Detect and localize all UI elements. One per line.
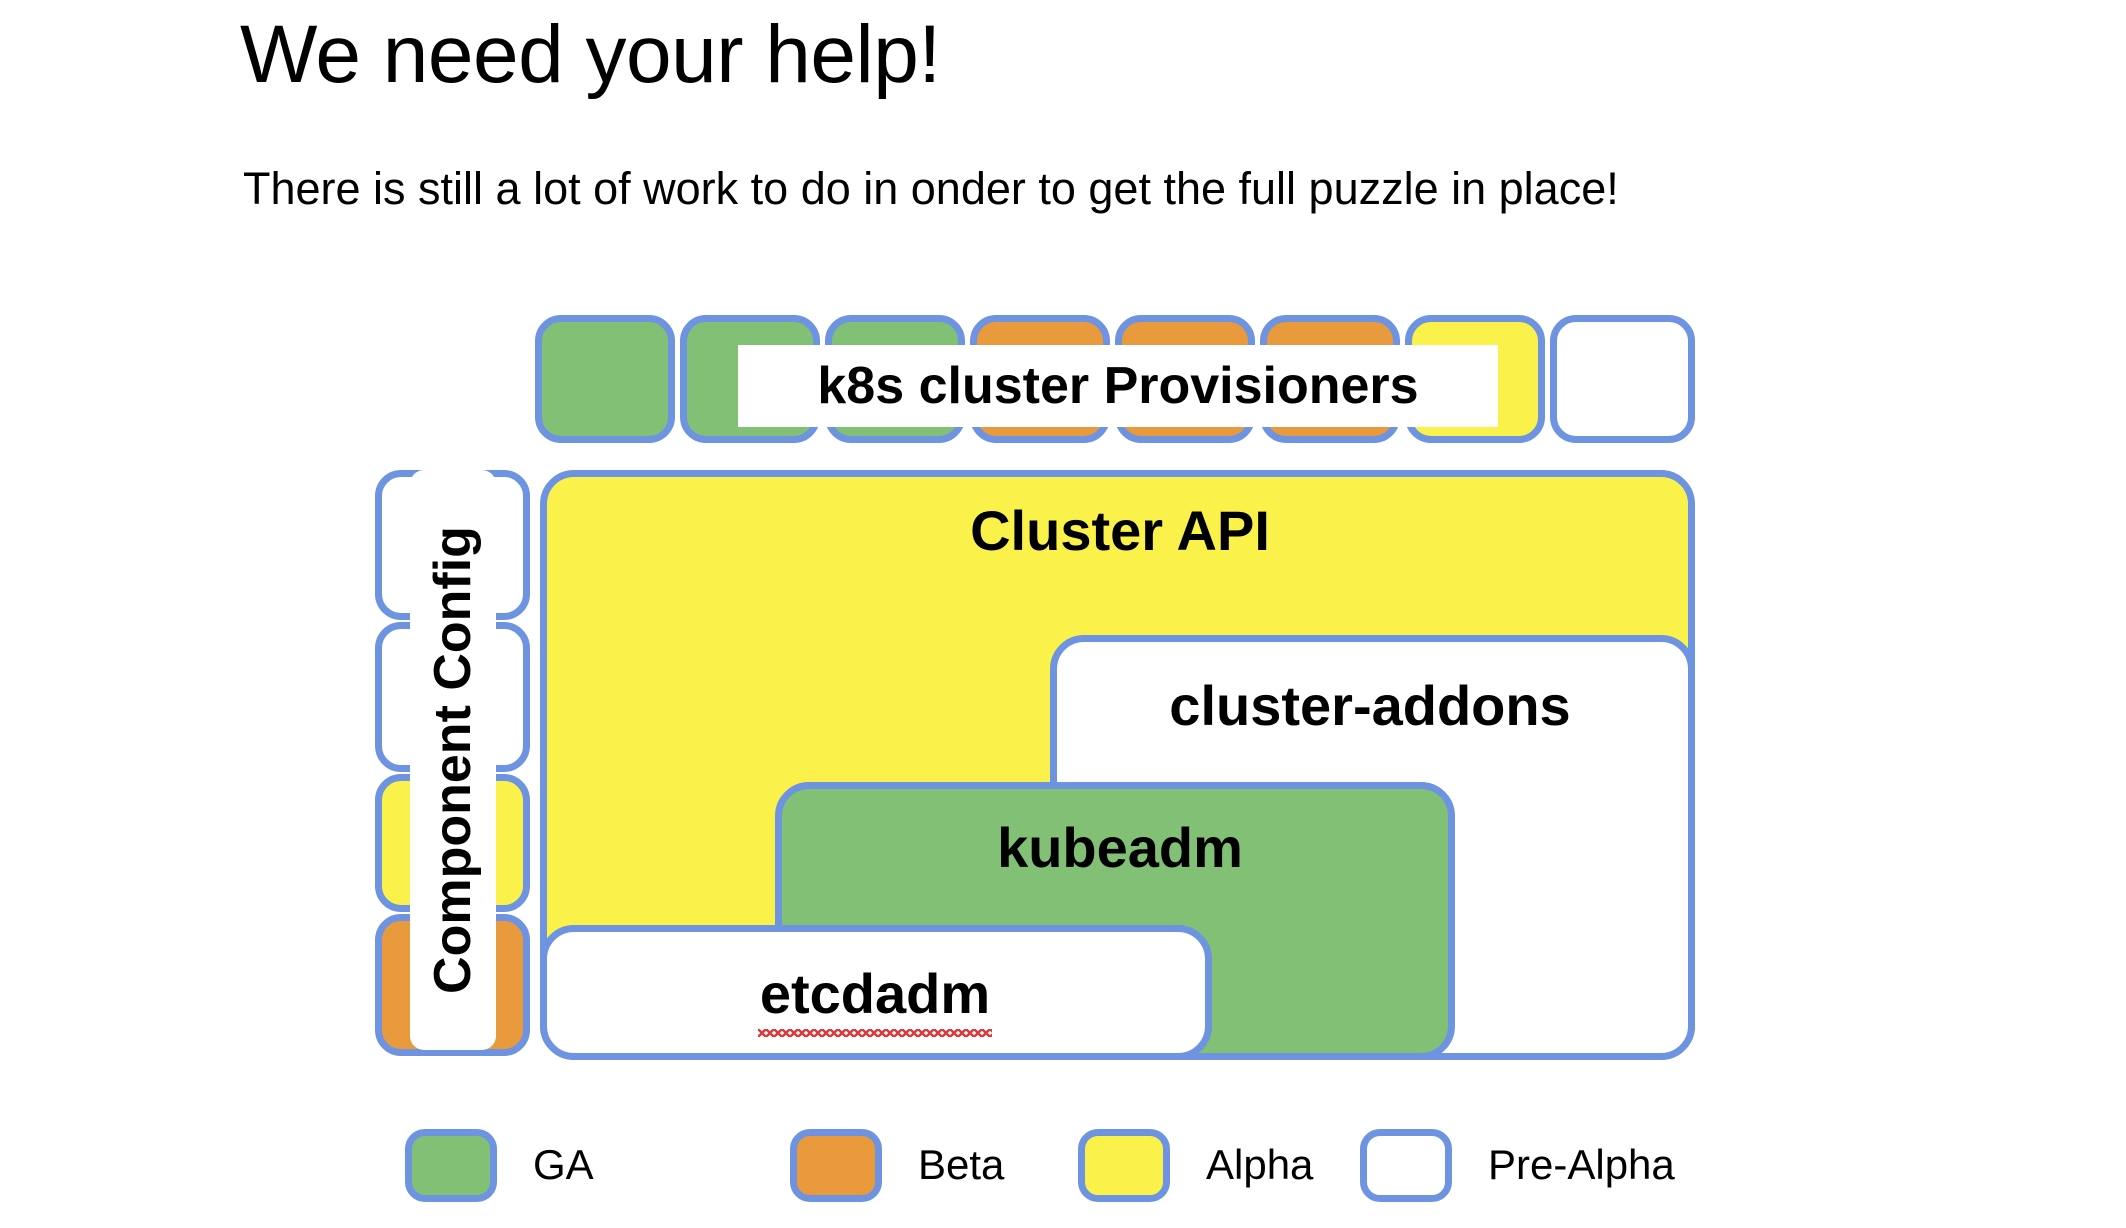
legend-swatch-beta bbox=[790, 1128, 882, 1202]
legend-item-ga: GA bbox=[405, 1125, 594, 1205]
component-config-caption: Component Config bbox=[424, 526, 482, 994]
legend-swatch-pre-alpha bbox=[1360, 1128, 1452, 1202]
provisioners-caption-plate: k8s cluster Provisioners bbox=[738, 345, 1498, 427]
legend-item-alpha: Alpha bbox=[1078, 1125, 1313, 1205]
etcdadm-box[interactable] bbox=[540, 925, 1212, 1060]
provisioners-caption: k8s cluster Provisioners bbox=[817, 357, 1419, 415]
legend-label-alpha: Alpha bbox=[1206, 1141, 1314, 1188]
page-subtitle: There is still a lot of work to do in on… bbox=[243, 163, 1619, 214]
legend-item-beta: Beta bbox=[790, 1125, 1004, 1205]
component-config-caption-plate: Component Config bbox=[410, 470, 496, 1050]
provisioner-box-1[interactable] bbox=[535, 315, 675, 443]
legend-swatch-ga bbox=[405, 1128, 497, 1202]
page-title: We need your help! bbox=[240, 9, 941, 100]
legend-item-pre-alpha: Pre-Alpha bbox=[1360, 1125, 1675, 1205]
provisioner-box-8[interactable] bbox=[1550, 315, 1695, 443]
legend-label-pre-alpha: Pre-Alpha bbox=[1488, 1141, 1675, 1188]
legend-swatch-alpha bbox=[1078, 1128, 1170, 1202]
legend-label-ga: GA bbox=[533, 1141, 594, 1188]
legend-label-beta: Beta bbox=[918, 1141, 1005, 1188]
